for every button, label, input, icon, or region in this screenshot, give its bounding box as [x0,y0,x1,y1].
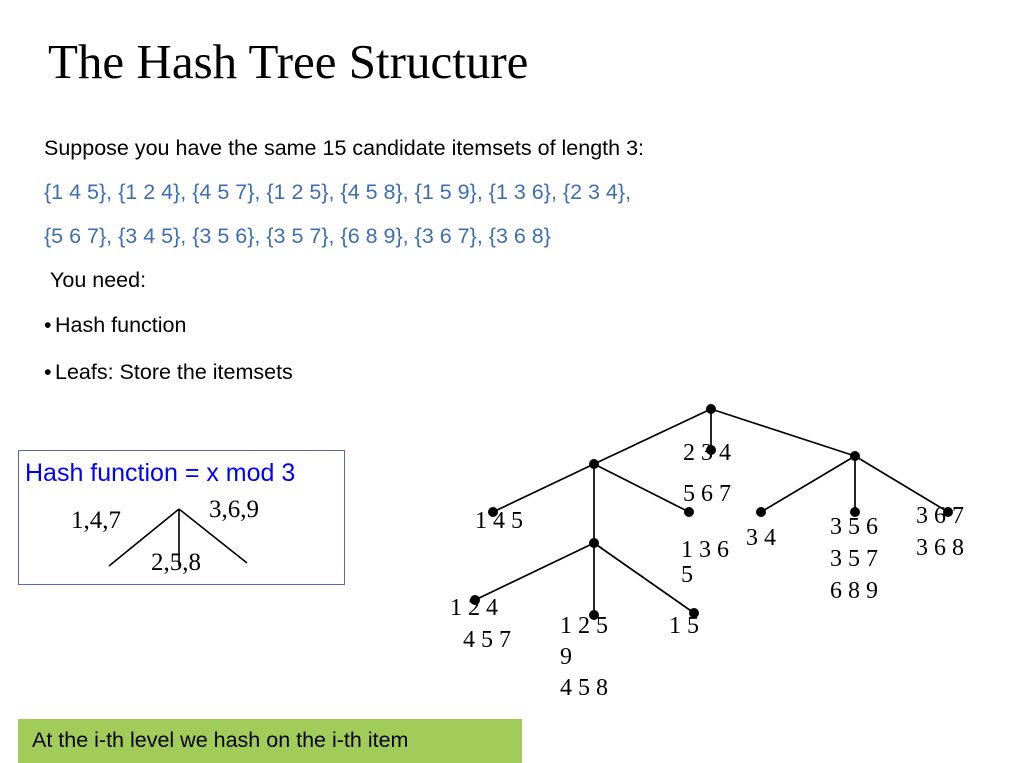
tree-label-leaf-136: 1 3 6 [681,537,729,563]
intro-line: Suppose you have the same 15 candidate i… [44,136,645,160]
itemsets-line-2: {5 6 7}, {3 4 5}, {3 5 6}, {3 5 7}, {6 8… [44,224,551,248]
tree-label-leaf-34: 3 4 [746,525,776,551]
tree-node [589,538,599,548]
tree-label-leaf-356: 3 5 6 [830,514,878,540]
bullet-label: Leafs: Store the itemsets [55,360,293,384]
tree-edge [492,463,595,513]
hash-function-box: Hash function = x mod 3 1,4,7 2,5,8 3,6,… [18,450,345,585]
tree-node [684,507,694,517]
bullet-item-hash-function: •Hash function [44,302,844,349]
tree-edge [593,463,690,513]
tree-edges [474,408,949,615]
hash-bucket-label-middle: 2,5,8 [151,549,201,576]
you-need-line: You need: [50,268,147,292]
tree-node [470,595,480,605]
tree-edge [593,542,695,614]
tree-edge [854,455,949,513]
tree-node [850,507,860,517]
tree-node [943,507,953,517]
tree-label-node-567: 5 6 7 [683,481,731,507]
body-text-block: Suppose you have the same 15 candidate i… [44,126,844,396]
tree-label-leaf-15: 1 5 [669,613,699,639]
tree-label-leaf-367: 3 6 7 [916,503,964,529]
tree-label-leaf-145: 1 4 5 [475,508,523,534]
tree-edge [710,408,856,457]
tree-edge [474,542,595,601]
tree-edge [760,455,856,513]
tree-label-leaf-125: 1 2 5 [560,613,608,639]
tree-label-leaf-159: 5 [681,562,693,588]
hash-function-title: Hash function = x mod 3 [25,459,296,487]
hash-tree-graph [470,404,953,620]
tree-label-leaf-368: 3 6 8 [916,535,964,561]
bullet-label: Hash function [55,313,187,337]
tree-node [850,451,860,461]
tree-node [756,507,766,517]
tree-nodes [470,404,953,620]
footer-text: At the i-th level we hash on the i-th it… [32,728,409,752]
page-title: The Hash Tree Structure [48,34,529,89]
hash-function-branch-diagram [108,508,248,567]
tree-node [589,459,599,469]
hash-bucket-label-left: 1,4,7 [71,507,121,534]
tree-label-leaf-458: 4 5 8 [560,675,608,701]
tree-label-leaf-357: 3 5 7 [830,546,878,572]
tree-node [589,610,599,620]
tree-label-leaf-124: 1 2 4 [450,595,498,621]
tree-edge [593,408,712,465]
tree-node [706,445,716,455]
tree-label-leaf-129: 9 [560,644,572,670]
bullet-item-leafs: •Leafs: Store the itemsets [44,349,844,396]
footer-banner: At the i-th level we hash on the i-th it… [18,719,522,763]
tree-node [706,404,716,414]
tree-label-leaf-457: 4 5 7 [463,627,511,653]
tree-node [488,507,498,517]
tree-label-leaf-689: 6 8 9 [830,578,878,604]
hash-tree-diagram: 1 4 5 2 3 4 5 6 7 1 2 4 4 5 7 1 2 5 9 4 5 8 1 5 1… [430,390,1024,730]
bullet-glyph: • [44,313,52,337]
tree-node [689,608,699,618]
tree-label-node-234: 2 3 4 [683,440,731,466]
itemsets-line-1: {1 4 5}, {1 2 4}, {4 5 7}, {1 2 5}, {4 5… [44,180,632,204]
hash-bucket-label-right: 3,6,9 [209,496,259,523]
bullet-glyph: • [44,360,52,384]
